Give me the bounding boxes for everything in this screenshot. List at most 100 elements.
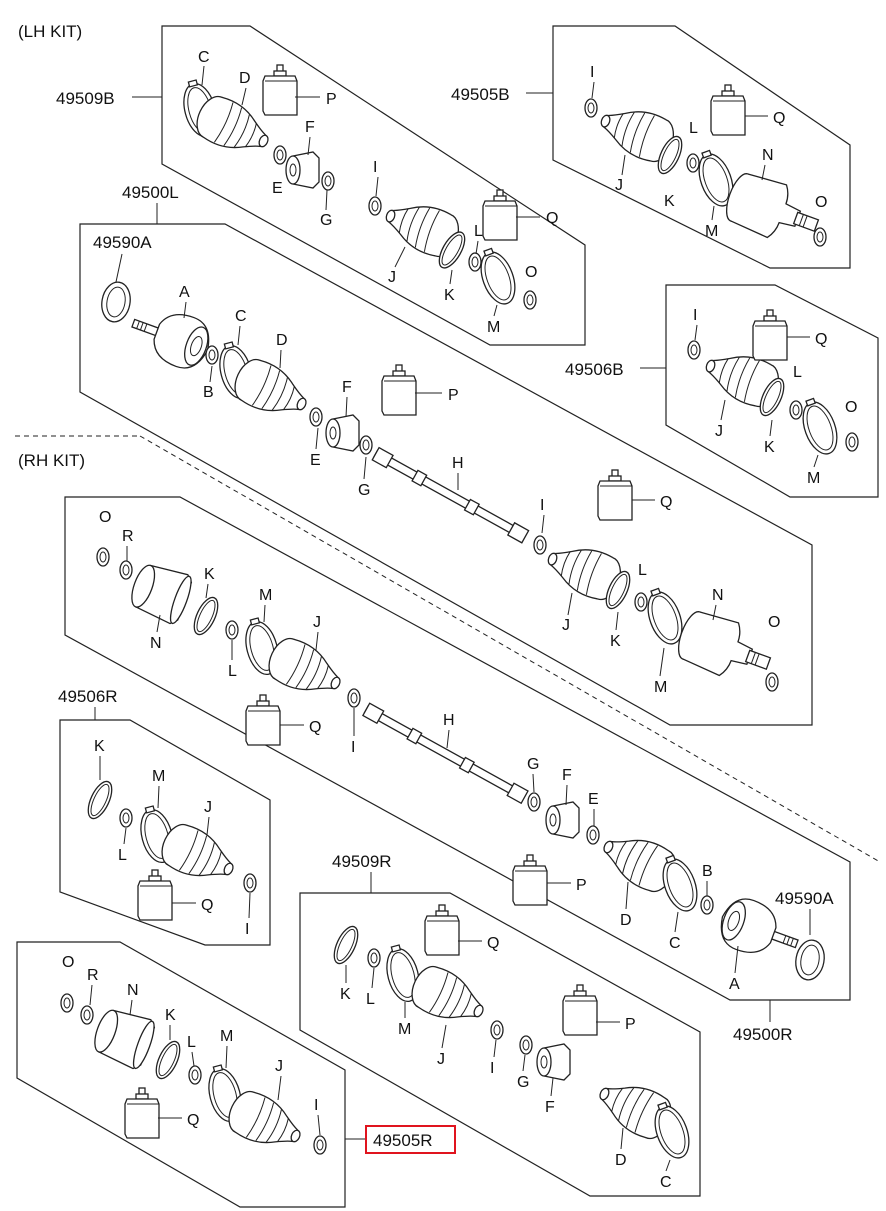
- callout-n-16: N: [762, 147, 774, 164]
- callout-m-20: M: [705, 223, 718, 240]
- callout-l-84: L: [187, 1034, 196, 1051]
- lh-kit-label: (LH KIT): [18, 22, 82, 41]
- callout-k-10: K: [444, 287, 455, 304]
- callout-m-64: M: [152, 768, 165, 785]
- callout-e-57: E: [588, 791, 599, 808]
- callout-q-67: Q: [201, 897, 213, 914]
- callout-l-15: L: [689, 120, 698, 137]
- callout-i-88: I: [314, 1097, 318, 1114]
- callout-m-44: M: [654, 679, 667, 696]
- box-49509R: [299, 892, 701, 1197]
- callout-q-69: Q: [487, 935, 499, 952]
- callout-g-5: G: [320, 212, 332, 229]
- callout-l-51: L: [228, 663, 237, 680]
- callout-m-72: M: [398, 1021, 411, 1038]
- callout-j-17: J: [615, 177, 623, 194]
- callout-r-81: R: [87, 967, 99, 984]
- callout-n-82: N: [127, 982, 139, 999]
- callout-c-22: C: [235, 308, 247, 325]
- callout-d-78: D: [615, 1152, 627, 1169]
- callout-q-14: Q: [773, 110, 785, 127]
- lh-shaft-assy-parts: [98, 279, 530, 544]
- callout-i-53: I: [351, 739, 355, 756]
- rh-shaft-inner-parts: [96, 547, 828, 983]
- callout-q-7: Q: [546, 210, 558, 227]
- pn-49500R[interactable]: 49500R: [733, 1025, 793, 1044]
- callout-m-85: M: [220, 1028, 233, 1045]
- callout-g-28: G: [358, 482, 370, 499]
- callout-q-31: Q: [815, 331, 827, 348]
- pn-49506R[interactable]: 49506R: [58, 687, 118, 706]
- callout-j-73: J: [437, 1051, 445, 1068]
- callout-f-26: F: [342, 379, 352, 396]
- pn-49505R[interactable]: 49505R: [373, 1131, 433, 1150]
- rh-kit-label: (RH KIT): [18, 451, 85, 470]
- callout-m-36: M: [807, 470, 820, 487]
- pn-49500L[interactable]: 49500L: [122, 183, 179, 202]
- callout-i-30: I: [693, 307, 697, 324]
- callout-j-50: J: [313, 614, 321, 631]
- callout-q-87: Q: [187, 1112, 199, 1129]
- callout-k-35: K: [764, 439, 775, 456]
- callout-p-2: P: [326, 91, 337, 108]
- callout-q-52: Q: [309, 719, 321, 736]
- box-49509B: [161, 25, 586, 346]
- callout-l-32: L: [793, 364, 802, 381]
- callout-k-83: K: [165, 1007, 176, 1024]
- pn-49590A-lh[interactable]: 49590A: [93, 233, 152, 252]
- callout-k-43: K: [610, 633, 621, 650]
- callout-e-4: E: [272, 180, 283, 197]
- callout-d-60: D: [620, 912, 632, 929]
- callout-m-11: M: [487, 319, 500, 336]
- pn-49590A-rh[interactable]: 49590A: [775, 889, 834, 908]
- callout-d-23: D: [276, 332, 288, 349]
- callout-o-33: O: [845, 399, 857, 416]
- box-49506B: [665, 284, 879, 498]
- pn-49505B[interactable]: 49505B: [451, 85, 510, 104]
- callout-j-42: J: [562, 617, 570, 634]
- callout-p-24: P: [448, 387, 459, 404]
- callout-l-66: L: [118, 847, 127, 864]
- callout-d-1: D: [239, 70, 251, 87]
- box-49500R: [64, 496, 851, 1001]
- callout-i-75: I: [490, 1060, 494, 1077]
- callout-i-68: I: [245, 921, 249, 938]
- callout-g-55: G: [527, 756, 539, 773]
- pn-49509B[interactable]: 49509B: [56, 89, 115, 108]
- callout-i-13: I: [590, 64, 594, 81]
- callout-j-65: J: [204, 799, 212, 816]
- callout-f-77: F: [545, 1099, 555, 1116]
- callout-j-34: J: [715, 423, 723, 440]
- callout-o-41: O: [768, 614, 780, 631]
- rh-outer-kit-parts: [328, 904, 696, 1164]
- callout-f-56: F: [562, 767, 572, 784]
- lh-shaft-inner-parts: [533, 469, 779, 692]
- callout-i-38: I: [540, 497, 544, 514]
- callout-n-48: N: [150, 635, 162, 652]
- lh-inner-small-kit-parts: [687, 309, 859, 460]
- rh-kit-divider: [139, 435, 881, 863]
- callout-k-18: K: [664, 193, 675, 210]
- highlight-box-49505R: [365, 1125, 456, 1154]
- callout-i-6: I: [373, 159, 377, 176]
- callout-p-74: P: [625, 1016, 636, 1033]
- callout-p-58: P: [576, 877, 587, 894]
- pn-49509R[interactable]: 49509R: [332, 852, 392, 871]
- callout-c-79: C: [660, 1174, 672, 1191]
- callout-k-47: K: [204, 566, 215, 583]
- callout-o-12: O: [525, 264, 537, 281]
- callout-g-76: G: [517, 1074, 529, 1091]
- callout-c-61: C: [669, 935, 681, 952]
- callout-h-29: H: [452, 455, 464, 472]
- callout-j-8: J: [388, 269, 396, 286]
- box-49506R: [59, 719, 271, 946]
- pn-49506B[interactable]: 49506B: [565, 360, 624, 379]
- callout-c-0: C: [198, 49, 210, 66]
- callout-a-62: A: [729, 976, 740, 993]
- callout-l-9: L: [474, 223, 483, 240]
- callout-n-40: N: [712, 587, 724, 604]
- box-49505B: [552, 25, 851, 269]
- rh-inner-kit-parts: [60, 993, 327, 1160]
- callout-f-3: F: [305, 119, 315, 136]
